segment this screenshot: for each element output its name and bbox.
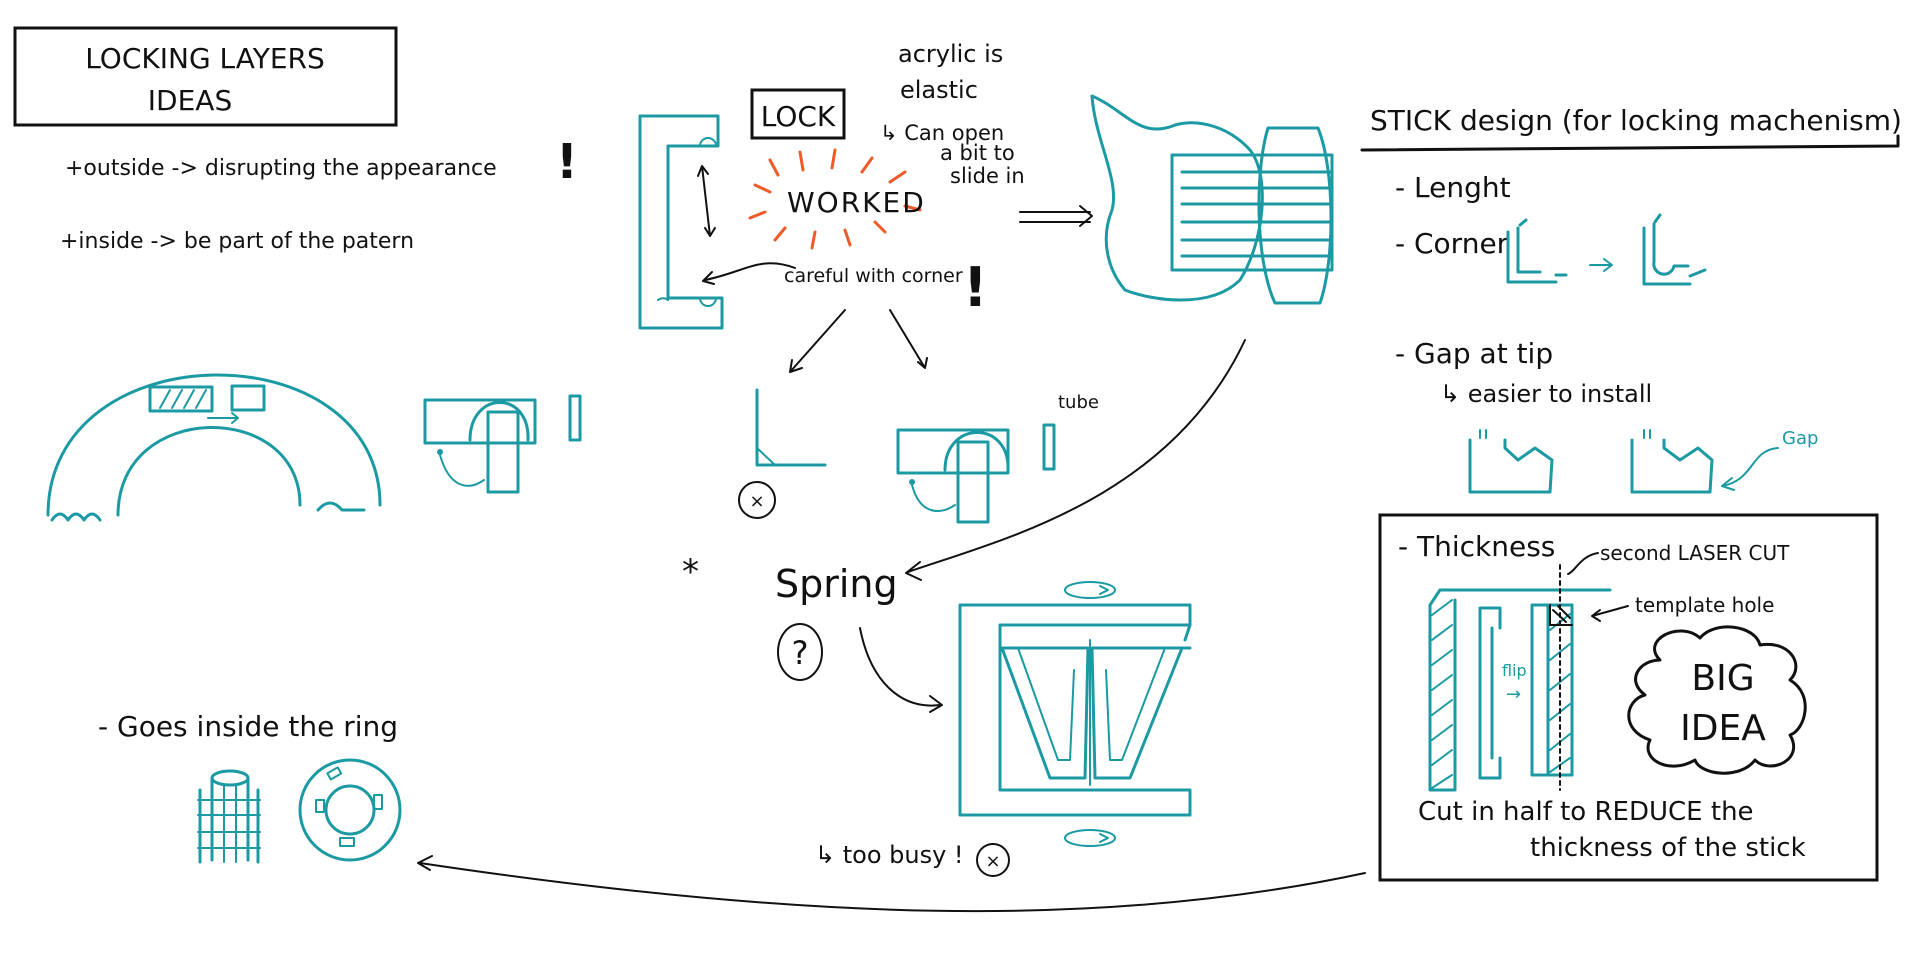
cylinder-sketch [197, 769, 261, 864]
arrow-spring-to-w [859, 627, 943, 713]
corner-rejected-sketch: × [738, 388, 827, 519]
stick-design-heading: STICK design (for locking machenism) [1370, 104, 1902, 137]
flip-label: flip [1502, 661, 1527, 680]
thickness-heading: - Thickness [1398, 530, 1555, 563]
flip-arrow: → [1506, 684, 1521, 705]
worked-label: WORKED [787, 186, 926, 219]
svg-text:×: × [985, 851, 1000, 872]
w-spring-sketch [958, 581, 1192, 847]
gap-at-tip-item: - Gap at tip [1395, 337, 1553, 370]
bit-to-note: a bit to [940, 141, 1015, 165]
tube-lock-sketch: tube [896, 392, 1099, 524]
exclamation-mark: ! [556, 134, 578, 190]
lock-clip-sketch [638, 114, 796, 330]
acrylic-line-2: elastic [900, 76, 978, 104]
worked-burst: WORKED [748, 148, 926, 250]
ring-top-view-sketch [298, 758, 402, 862]
title-line-2: IDEAS [148, 84, 232, 117]
goes-inside-note: - Goes inside the ring [98, 710, 398, 743]
can-open-note: ↳ Can open [880, 121, 1004, 145]
ring-arch-sketch [46, 373, 382, 522]
note-inside: +inside -> be part of the patern [60, 229, 414, 254]
template-hole-arrow [1591, 605, 1629, 622]
corner-variants-sketch [1506, 213, 1707, 286]
arrow-to-tube [889, 309, 928, 369]
careful-exclamation: ! [963, 256, 988, 319]
second-laser-arrow [1567, 552, 1599, 575]
arrow-bottom-return [417, 855, 1366, 913]
heading-underline [1360, 134, 1900, 152]
thickness-box: - Thickness second LASER CUT template ho… [1378, 513, 1879, 882]
stick-comb-sketch [1090, 94, 1334, 305]
corner-item: - Corner [1395, 227, 1509, 260]
spring-label: Spring [775, 562, 898, 606]
template-hole-note: template hole [1635, 593, 1774, 617]
acrylic-line-1: acrylic is [898, 40, 1003, 68]
big-idea-cloud [1627, 625, 1807, 775]
idea-label: IDEA [1680, 708, 1766, 749]
cut-in-half-line-1: Cut in half to REDUCE the [1418, 797, 1754, 827]
title-box: LOCKING LAYERS IDEAS [13, 26, 398, 127]
note-outside: +outside -> disrupting the appearance [65, 156, 497, 181]
careful-note: careful with corner [784, 265, 963, 287]
big-label: BIG [1691, 658, 1754, 699]
arrow-to-comb [1019, 205, 1093, 227]
lock-label: LOCK [761, 100, 836, 133]
slide-in-note: slide in [950, 164, 1025, 188]
arrow-to-corner [789, 309, 846, 373]
too-busy-note: ↳ too busy ! [815, 841, 964, 869]
too-busy-x: × [976, 843, 1010, 877]
tube-label: tube [1058, 392, 1099, 413]
easier-note: ↳ easier to install [1440, 380, 1652, 408]
second-laser-note: second LASER CUT [1600, 541, 1790, 565]
svg-text:?: ? [792, 634, 809, 672]
asterisk-mark: * [682, 552, 699, 592]
lock-hook-sketch-left [423, 394, 582, 494]
arrow-comb-to-spring [905, 339, 1246, 581]
title-line-1: LOCKING LAYERS [85, 42, 325, 75]
spring-question: ? [777, 623, 823, 681]
lock-label-box: LOCK [750, 88, 846, 140]
gap-variants-sketch: Gap [1468, 428, 1818, 494]
cut-in-half-line-2: thickness of the stick [1530, 833, 1806, 863]
length-item: - Lenght [1395, 171, 1511, 204]
gap-callout: Gap [1782, 428, 1818, 449]
rejected-x: × [749, 491, 764, 512]
